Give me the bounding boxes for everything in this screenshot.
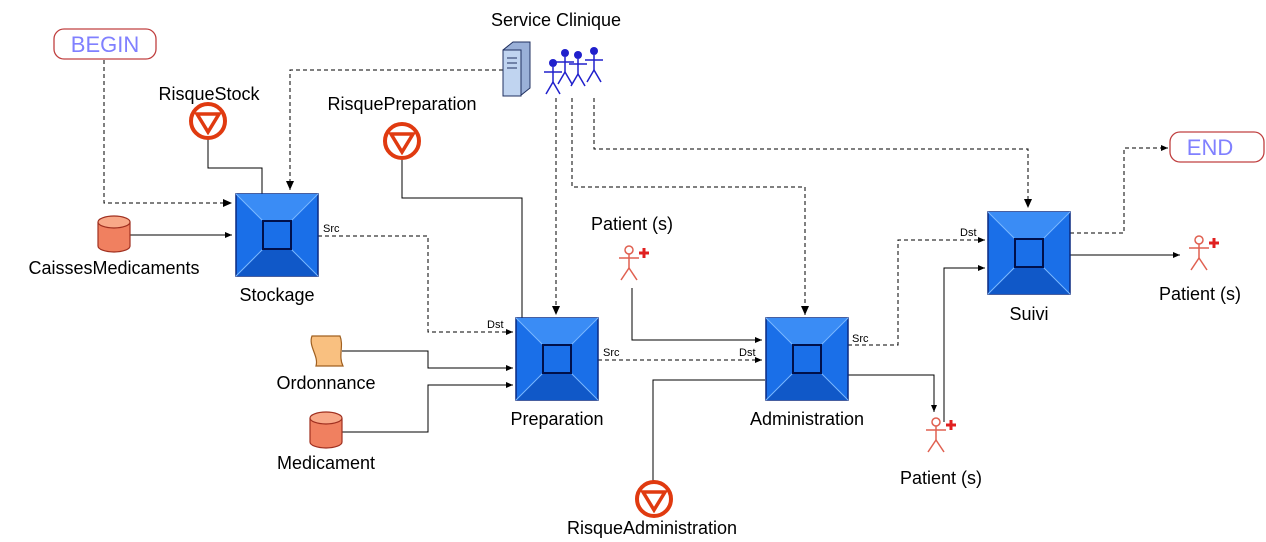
activity-administration[interactable]: Administration Dst Src (739, 317, 869, 429)
risk-stock[interactable]: RisqueStock (158, 84, 261, 140)
resource-ordonnance-label: Ordonnance (276, 373, 375, 393)
edge-stockage-preparation (318, 235, 513, 335)
end-terminal[interactable]: END (1169, 131, 1265, 163)
resource-caisses-label: CaissesMedicaments (28, 258, 199, 278)
edge-service-stockage (286, 69, 503, 190)
database-icon (97, 215, 131, 253)
group-icon (543, 46, 604, 95)
resource-medicament-label: Medicament (277, 453, 375, 473)
patient-bottom-label: Patient (s) (900, 468, 982, 488)
edge-begin-stockage (103, 60, 232, 207)
risk-preparation[interactable]: RisquePreparation (327, 94, 477, 160)
activity-administration-label: Administration (750, 409, 864, 429)
patient-icon (617, 244, 651, 282)
actor-patient-bottom[interactable]: Patient (s) (900, 416, 982, 488)
edge-risquestock-stockage (207, 138, 263, 194)
port-stockage-src: Src (323, 223, 340, 235)
begin-label: BEGIN (71, 32, 139, 57)
document-icon (310, 335, 344, 367)
activity-icon (235, 193, 319, 277)
edge-risqueprep-preparation (401, 160, 523, 318)
patient-icon (924, 416, 958, 454)
activity-suivi-label: Suivi (1009, 304, 1048, 324)
actor-service-clinique[interactable]: Service Clinique (491, 10, 621, 97)
begin-terminal[interactable]: BEGIN (53, 28, 157, 60)
resource-caisses[interactable]: CaissesMedicaments (28, 215, 200, 278)
activity-stockage-label: Stockage (239, 285, 314, 305)
edge-administration-suivi (848, 237, 985, 346)
edge-medicament-preparation (342, 382, 513, 433)
risk-administration[interactable]: RisqueAdministration (567, 480, 737, 538)
patient-icon (1187, 234, 1221, 272)
port-preparation-src: Src (603, 347, 620, 359)
risk-stock-label: RisqueStock (158, 84, 260, 104)
connections (103, 60, 1180, 482)
edge-risqueadmin-administration (652, 379, 765, 482)
patient-top-label: Patient (s) (591, 214, 673, 234)
resource-medicament[interactable]: Medicament (277, 411, 375, 473)
port-administration-src: Src (852, 333, 869, 345)
activity-stockage[interactable]: Stockage Src (235, 193, 340, 305)
risk-icon (189, 102, 227, 140)
activity-preparation-label: Preparation (510, 409, 603, 429)
edge-ordonnance-preparation (342, 350, 513, 371)
activity-icon (515, 317, 599, 401)
activity-icon (765, 317, 849, 401)
risk-icon (383, 122, 421, 160)
edge-patient-administration (631, 288, 762, 343)
end-label: END (1187, 135, 1233, 160)
actor-patient-top[interactable]: Patient (s) (591, 214, 673, 282)
actor-service-label: Service Clinique (491, 10, 621, 30)
database-icon (309, 411, 343, 449)
activity-suivi[interactable]: Suivi Dst (960, 211, 1071, 324)
edge-service-administration (571, 98, 809, 315)
risk-icon (635, 480, 673, 518)
activity-preparation[interactable]: Preparation Dst Src (487, 317, 620, 429)
port-administration-dst: Dst (739, 347, 756, 359)
patient-right-label: Patient (s) (1159, 284, 1241, 304)
server-icon (502, 41, 531, 97)
actor-patient-right[interactable]: Patient (s) (1159, 234, 1241, 304)
edge-service-suivi (593, 98, 1032, 208)
resource-ordonnance[interactable]: Ordonnance (276, 335, 376, 393)
edge-patient-suivi (943, 265, 985, 422)
edge-administration-patient (848, 374, 937, 412)
activity-icon (987, 211, 1071, 295)
risk-preparation-label: RisquePreparation (327, 94, 476, 114)
port-preparation-dst: Dst (487, 319, 504, 331)
port-suivi-dst: Dst (960, 227, 977, 239)
edge-suivi-end (1070, 145, 1168, 234)
risk-administration-label: RisqueAdministration (567, 518, 737, 538)
